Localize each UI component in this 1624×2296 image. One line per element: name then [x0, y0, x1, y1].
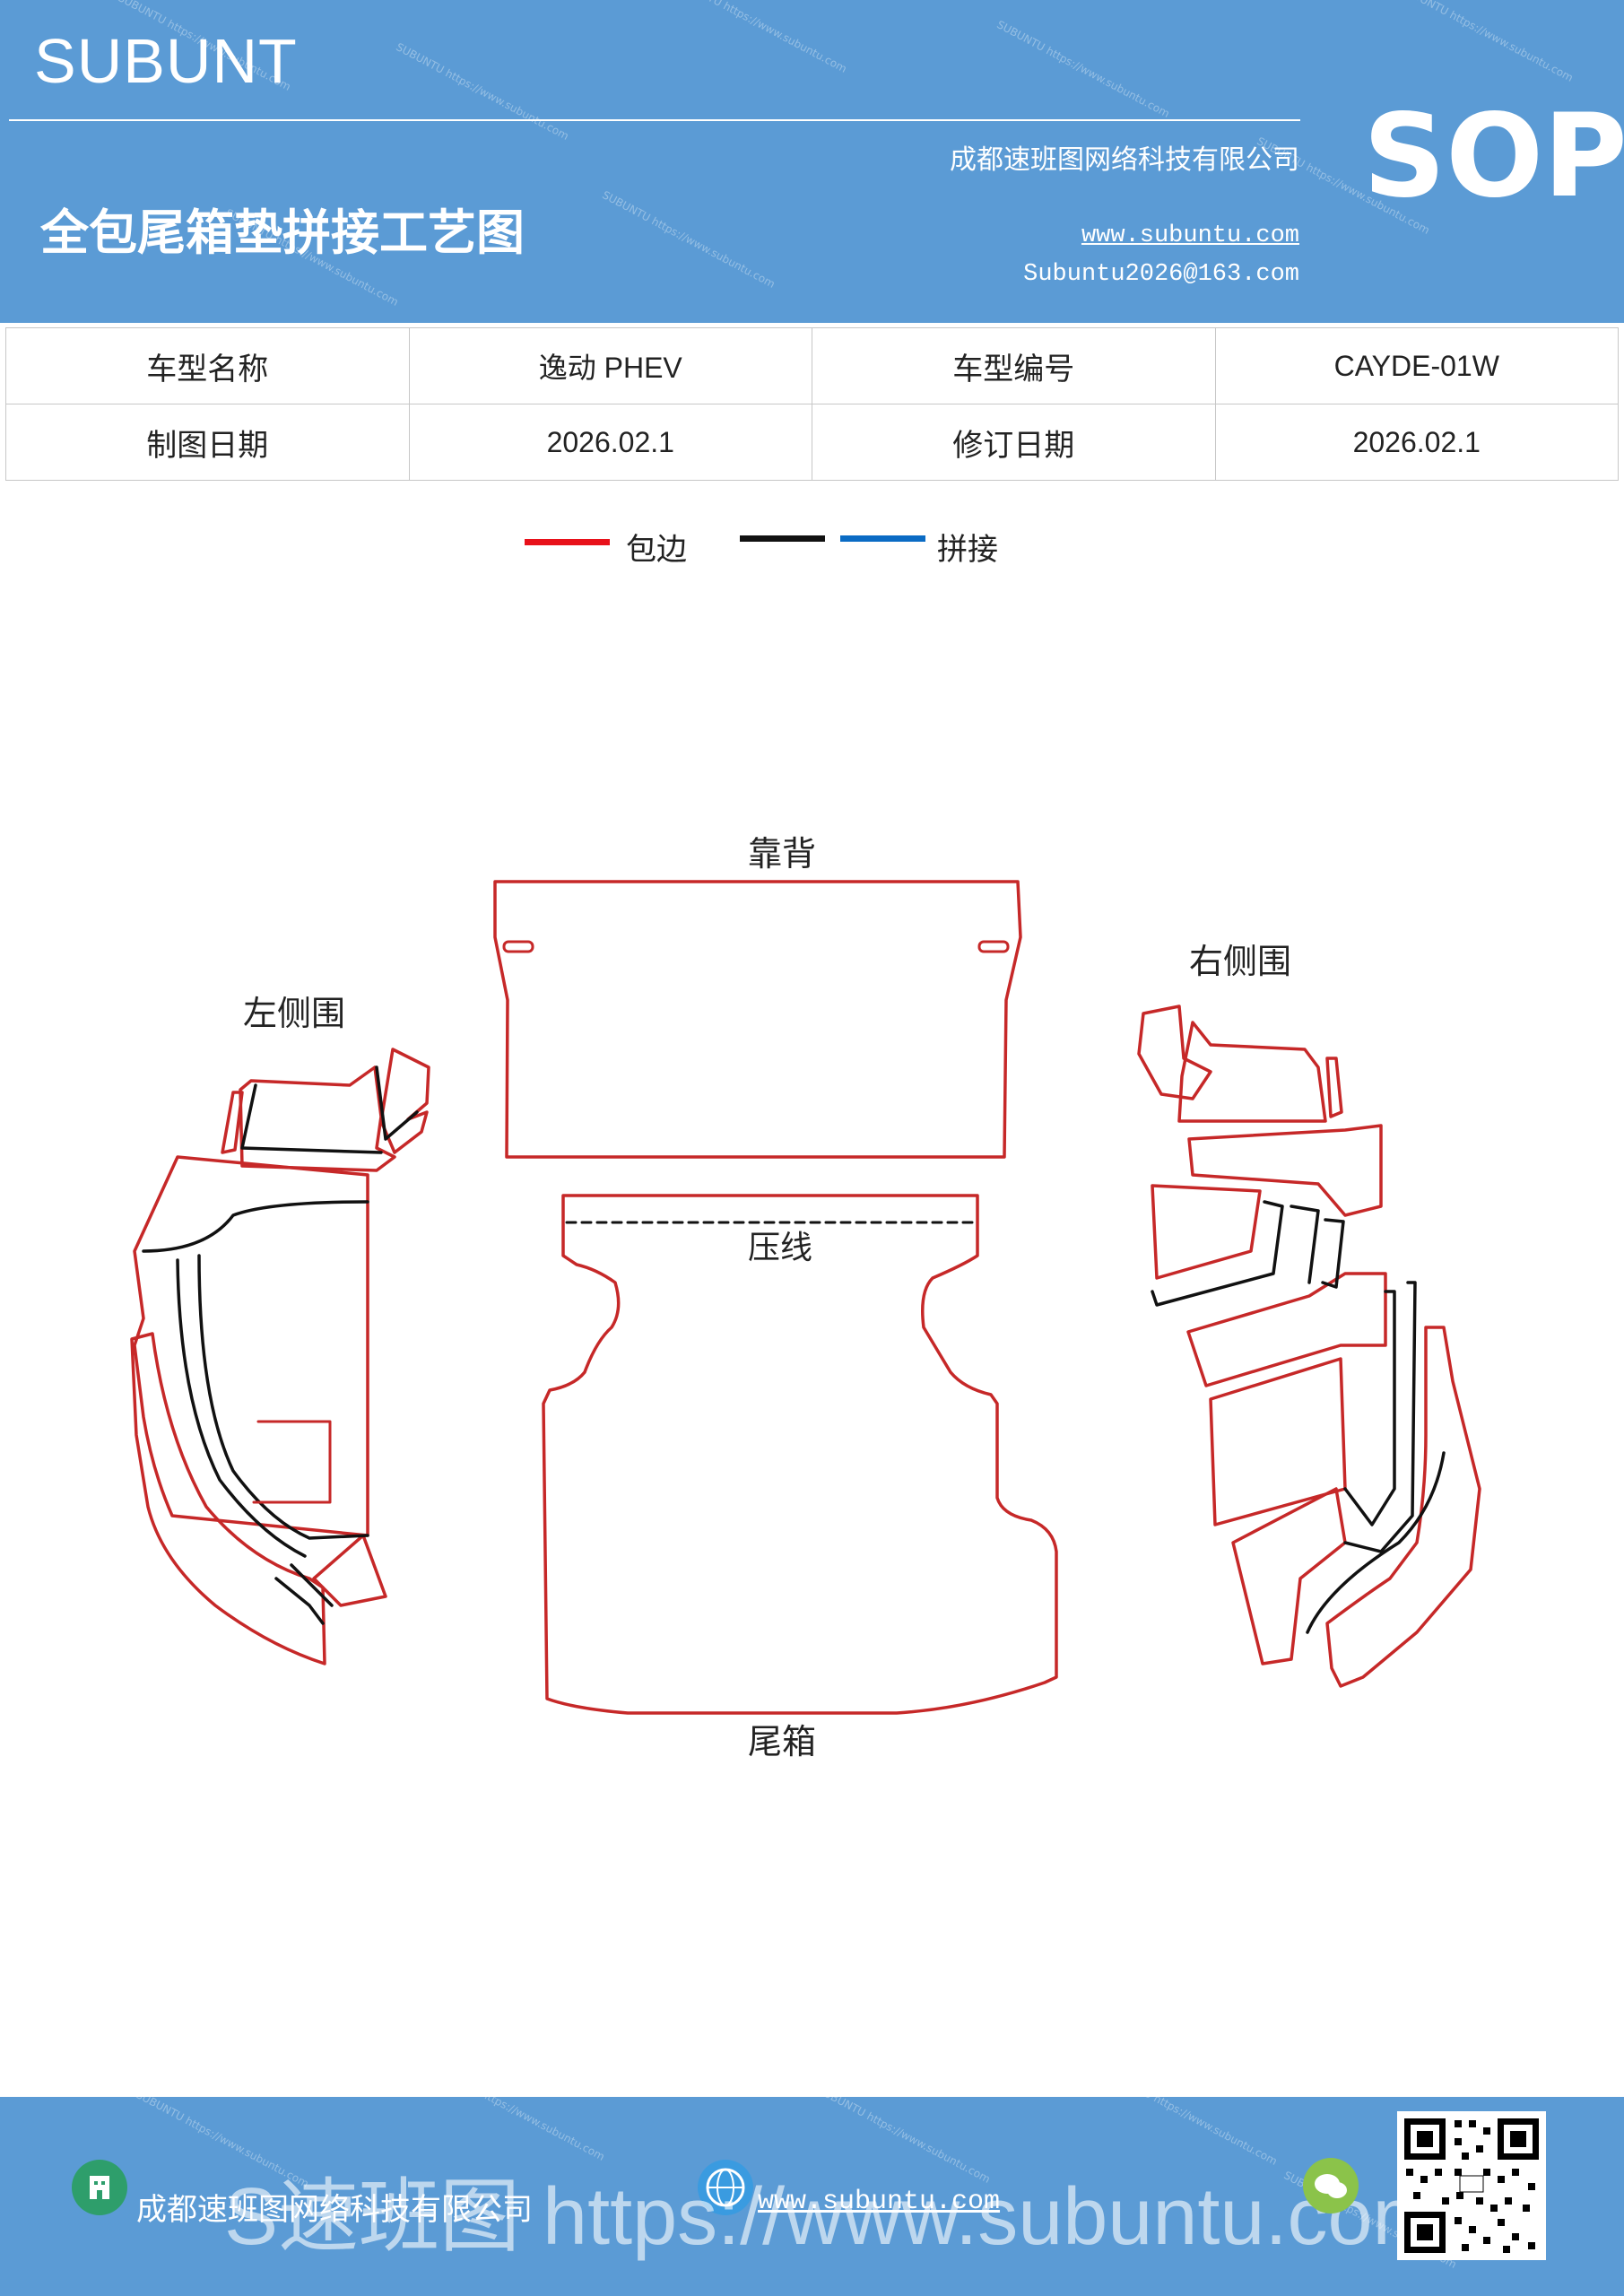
- trunk-label: 尾箱: [748, 1722, 816, 1761]
- globe-icon: [698, 2160, 753, 2215]
- label-cell: 车型编号: [812, 327, 1216, 404]
- header-banner: SUBUNTU https://www.subuntu.com SUBUNTU …: [0, 0, 1624, 323]
- watermark: SUBUNTU https://www.subuntu.com: [994, 18, 1172, 120]
- brand-logo-text: SUBUNT: [34, 26, 298, 96]
- wechat-icon: [1303, 2158, 1359, 2213]
- legend-edge-swatch: [525, 539, 610, 545]
- backrest-label: 靠背: [748, 834, 816, 874]
- footer-watermark-overlay: S速班图 https://www.subuntu.com: [224, 2172, 1440, 2262]
- watermark: SUBUNTU https://www.subuntu.com: [600, 188, 777, 291]
- watermark: SUBUNTU https://www.subuntu.com: [394, 40, 571, 143]
- label-cell: 制图日期: [5, 404, 410, 481]
- company-name: 成都速班图网络科技有限公司: [950, 144, 1299, 176]
- value-cell: 逸动 PHEV: [408, 327, 812, 404]
- trunk-floor-panel: [542, 1194, 1058, 1715]
- legend: 包边 拼接: [0, 525, 1624, 578]
- legend-edge-label: 包边: [626, 532, 687, 568]
- trunk-mat-diagram: 靠背 左侧围 右侧围 压线 尾箱: [130, 834, 1481, 1761]
- value-cell: 2026.02.1: [408, 404, 812, 481]
- press-line-label: 压线: [748, 1230, 812, 1266]
- vehicle-info-table: 车型名称 逸动 PHEV 车型编号 CAYDE-01W 制图日期 2026.02…: [5, 327, 1619, 481]
- header-divider: [9, 119, 1300, 121]
- qr-code: [1397, 2111, 1546, 2260]
- sop-badge: SOP: [1363, 90, 1624, 223]
- left-side-label: 左侧围: [243, 994, 345, 1033]
- table-row: 制图日期 2026.02.1 修订日期 2026.02.1: [5, 404, 1619, 481]
- footer-banner: SUBUNTU https://www.subuntu.com SUBUNTU …: [0, 2097, 1624, 2296]
- left-side-panel: [130, 1048, 430, 1665]
- right-side-panel: [1137, 1004, 1481, 1688]
- table-row: 车型名称 逸动 PHEV 车型编号 CAYDE-01W: [5, 327, 1619, 404]
- website-link[interactable]: www.subuntu.com: [1081, 222, 1299, 249]
- watermark: SUBUNTU https://www.subuntu.com: [672, 0, 849, 75]
- legend-seam-swatch-black: [740, 535, 825, 542]
- footer-website-link[interactable]: www.subuntu.com: [758, 2187, 1001, 2217]
- legend-seam-label: 拼接: [937, 532, 998, 568]
- label-cell: 修订日期: [812, 404, 1216, 481]
- watermark: SUBUNTU https://www.subuntu.com: [1398, 0, 1576, 84]
- page-title: 全包尾箱垫拼接工艺图: [40, 204, 525, 261]
- value-cell: CAYDE-01W: [1214, 327, 1619, 404]
- right-side-label: 右侧围: [1189, 942, 1291, 981]
- backrest-panel: [493, 880, 1022, 1159]
- value-cell: 2026.02.1: [1214, 404, 1619, 481]
- footer-company-name: 成都速班图网络科技有限公司: [136, 2192, 533, 2228]
- label-cell: 车型名称: [5, 327, 410, 404]
- building-icon: [72, 2160, 127, 2215]
- contact-email[interactable]: Subuntu2026@163.com: [1023, 261, 1299, 288]
- legend-seam-swatch-blue: [840, 535, 925, 542]
